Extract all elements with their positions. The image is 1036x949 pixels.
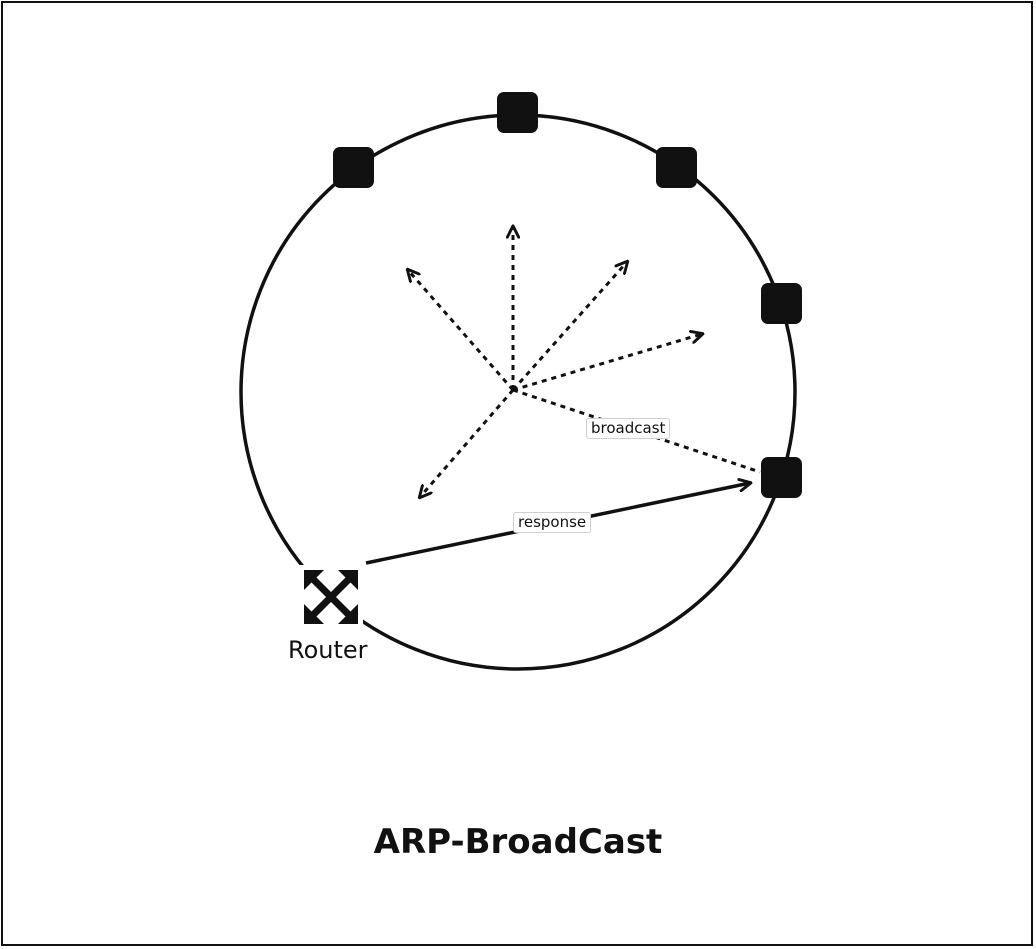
response-label: response — [513, 512, 592, 533]
broadcast-arrow-lower-left — [420, 389, 515, 497]
broadcast-arrows — [408, 227, 702, 497]
router-icon[interactable] — [299, 565, 363, 627]
host-top-left[interactable] — [333, 147, 374, 188]
host-top-right[interactable] — [656, 147, 697, 188]
diagram-title: ARP-BroadCast — [373, 822, 663, 862]
host-lower-right[interactable] — [761, 457, 802, 498]
broadcast-arrow-upper-left — [408, 270, 515, 391]
broadcast-label: broadcast — [586, 418, 671, 439]
host-right[interactable] — [761, 283, 802, 324]
broadcast-arrow-right — [512, 334, 702, 392]
router-label: Router — [288, 636, 368, 664]
broadcast-arrow-upper-right — [511, 262, 627, 391]
host-top[interactable] — [497, 92, 538, 133]
